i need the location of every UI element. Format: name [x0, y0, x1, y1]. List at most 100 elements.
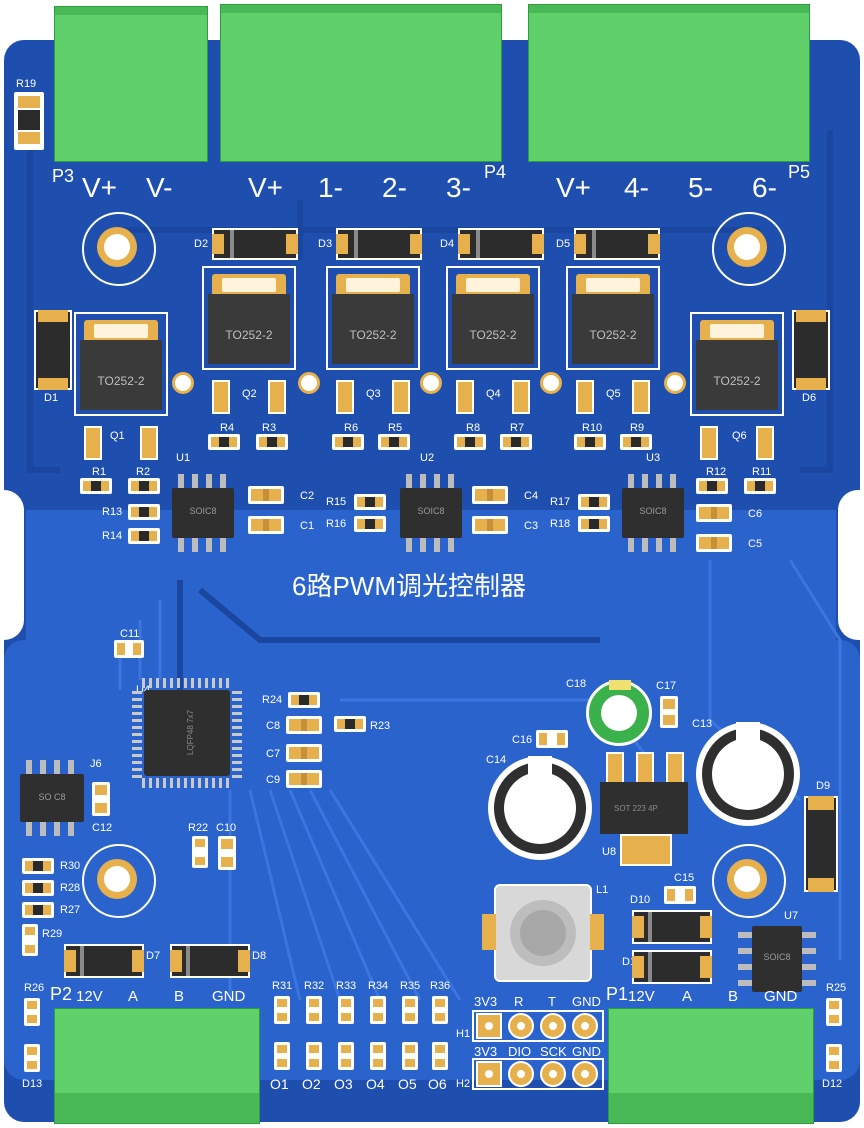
- ic-u3: SOIC8: [622, 474, 684, 552]
- led-o1: [274, 1042, 290, 1070]
- c5-label: C5: [748, 538, 763, 550]
- r34-label: R34: [368, 980, 389, 992]
- c9-label: C9: [266, 774, 281, 786]
- via: [540, 372, 562, 394]
- p1-pin-a: A: [682, 988, 693, 1005]
- left-notch: [0, 490, 24, 640]
- resistor-r30: [22, 858, 54, 874]
- r28-label: R28: [60, 882, 81, 894]
- capacitor-c3: [472, 516, 508, 534]
- resistor-r15: [354, 494, 386, 510]
- r27-label: R27: [60, 904, 81, 916]
- p5-pin-5: 5-: [688, 172, 713, 203]
- h2-pin[interactable]: [540, 1061, 566, 1087]
- h1-pin-gnd: GND: [572, 994, 601, 1009]
- p4-ref: P4: [484, 162, 507, 182]
- d3-label: D3: [318, 238, 333, 250]
- resistor-r1: [80, 478, 112, 494]
- d12-label: D12: [822, 1078, 843, 1090]
- h1-pin-t: T: [548, 994, 556, 1009]
- r13-label: R13: [102, 506, 123, 518]
- d2-label: D2: [194, 238, 209, 250]
- header-h2[interactable]: [472, 1058, 604, 1090]
- via: [664, 372, 686, 394]
- right-notch: [838, 490, 864, 640]
- c4-label: C4: [524, 490, 539, 502]
- connector-p3[interactable]: [54, 6, 208, 162]
- mosfet-q2: TO252-2: [202, 266, 296, 414]
- led-o6: [432, 1042, 448, 1070]
- p1-ref: P1: [606, 984, 629, 1004]
- connector-p5[interactable]: [528, 4, 810, 162]
- capacitor-c10: [218, 836, 236, 870]
- header-h1[interactable]: [472, 1010, 604, 1042]
- resistor-r33: [338, 996, 354, 1024]
- mosfet-q1: TO252-2: [74, 312, 168, 460]
- ic-u8-regulator: SOT 223 4P: [600, 752, 688, 866]
- r32-label: R32: [304, 980, 325, 992]
- capacitor-c7: [286, 744, 322, 762]
- resistor-r16: [354, 516, 386, 532]
- resistor-r32: [306, 996, 322, 1024]
- h1-pin[interactable]: [540, 1013, 566, 1039]
- r6-label: R6: [344, 422, 359, 434]
- d9-label: D9: [816, 780, 831, 792]
- u7-label: U7: [784, 910, 799, 922]
- p2-ref: P2: [50, 984, 73, 1004]
- h2-pin[interactable]: [572, 1061, 598, 1087]
- r35-label: R35: [400, 980, 421, 992]
- h1-label: H1: [456, 1028, 471, 1040]
- h2-pin-3v3: 3V3: [474, 1044, 498, 1059]
- resistor-r14: [128, 528, 160, 544]
- diode-d7: [64, 944, 144, 978]
- p3-ref: P3: [52, 166, 75, 186]
- q4-label: Q4: [486, 388, 501, 400]
- o6-label: O6: [428, 1076, 447, 1092]
- d1-label: D1: [44, 392, 59, 404]
- p2-pin-12v: 12V: [76, 988, 103, 1005]
- diode-d11: [632, 950, 712, 984]
- h2-pin[interactable]: [476, 1061, 502, 1087]
- c17-label: C17: [656, 680, 677, 692]
- h1-pin[interactable]: [508, 1013, 534, 1039]
- h1-pin[interactable]: [476, 1013, 502, 1039]
- p5-pin-4: 4-: [624, 172, 649, 203]
- c6-label: C6: [748, 508, 763, 520]
- c14-label: C14: [486, 754, 507, 766]
- r11-label: R11: [752, 466, 772, 478]
- h1-pin[interactable]: [572, 1013, 598, 1039]
- c12-label: C12: [92, 822, 113, 834]
- connector-p2[interactable]: [54, 1008, 260, 1124]
- resistor-r36: [432, 996, 448, 1024]
- d8-label: D8: [252, 950, 267, 962]
- diode-d1: [34, 310, 72, 390]
- diode-d4: [458, 228, 544, 260]
- r25-label: R25: [826, 982, 847, 994]
- r15-label: R15: [326, 496, 347, 508]
- diode-d2: [212, 228, 298, 260]
- o4-label: O4: [366, 1076, 385, 1092]
- h2-pin-gnd: GND: [572, 1044, 601, 1059]
- r12-label: R12: [706, 466, 727, 478]
- resistor-r23: [334, 716, 366, 732]
- resistor-r2: [128, 478, 160, 494]
- q1-label: Q1: [110, 430, 125, 442]
- connector-p4[interactable]: [220, 4, 502, 162]
- p1-pin-12v: 12V: [628, 988, 655, 1005]
- r22-label: R22: [188, 822, 209, 834]
- r36-label: R36: [430, 980, 451, 992]
- p4-pin-vplus: V+: [248, 172, 284, 203]
- c2-label: C2: [300, 490, 315, 502]
- resistor-r34: [370, 996, 386, 1024]
- capacitor-c1: [248, 516, 284, 534]
- resistor-r35: [402, 996, 418, 1024]
- o3-label: O3: [334, 1076, 353, 1092]
- c8-label: C8: [266, 720, 281, 732]
- capacitor-c17: [660, 696, 678, 728]
- r29-label: R29: [42, 928, 63, 940]
- h2-pin[interactable]: [508, 1061, 534, 1087]
- c10-label: C10: [216, 822, 237, 834]
- connector-p1[interactable]: [608, 1008, 814, 1124]
- capacitor-c12: [92, 782, 110, 816]
- via: [298, 372, 320, 394]
